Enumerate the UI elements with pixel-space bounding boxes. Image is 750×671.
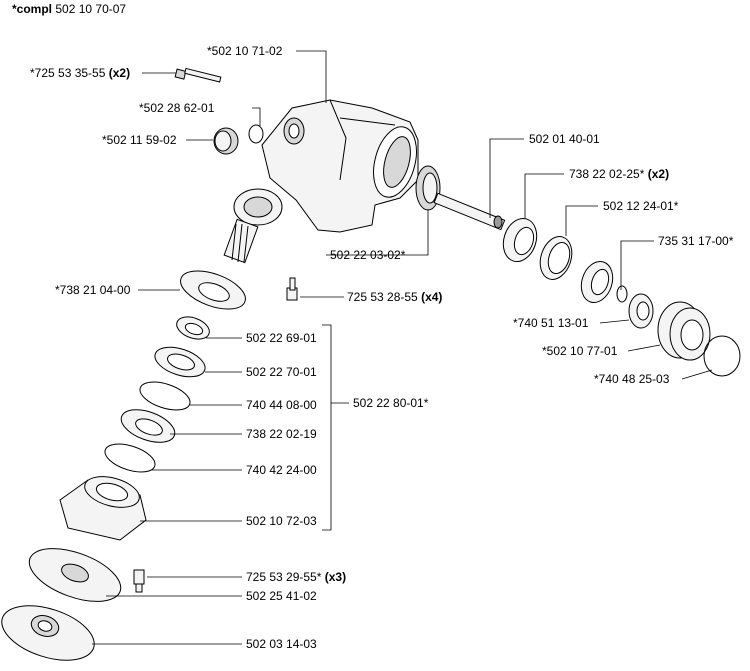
callout-c14: *740 48 25-03: [594, 372, 670, 386]
retaining-ring-drawing: [104, 443, 156, 473]
second-bearing-drawing: [580, 260, 614, 304]
callout-c9: 502 22 03-02*: [330, 248, 406, 262]
plug-drawing: [213, 127, 239, 155]
callout-c24: 502 03 14-03: [246, 637, 317, 651]
callout-c2: *725 53 35-55 (x2): [30, 66, 130, 80]
callout-c21: 502 22 80-01*: [353, 396, 429, 410]
leader-lines: [92, 50, 713, 645]
seal-drawing: [154, 346, 206, 378]
callout-c4: *502 11 59-02: [102, 133, 177, 147]
header-prefix: *compl: [12, 2, 52, 16]
callout-c16: 502 22 70-01: [246, 365, 317, 379]
flange-screw-drawing: [133, 569, 145, 593]
support-disc-drawing: [28, 548, 122, 602]
callout-c23: 502 25 41-02: [246, 589, 317, 603]
bevel-pinion-drawing: [223, 188, 283, 264]
bottom-cover-drawing: [1, 605, 95, 661]
upper-bearing-drawing: [502, 218, 538, 262]
snap-ring-drawing: [139, 381, 191, 411]
circlip-drawing: [616, 285, 628, 303]
callout-c6: 738 22 02-25* (x2): [569, 167, 669, 181]
callout-c10: 725 53 28-55 (x4): [347, 290, 442, 304]
bushing-drawing: [176, 316, 210, 340]
callout-c11: *738 21 04-00: [55, 283, 131, 297]
callout-c20: 502 10 72-03: [246, 514, 317, 528]
gear-housing-drawing: [261, 99, 419, 233]
lower-bearing-drawing: [180, 270, 246, 310]
callout-c17: 740 44 08-00: [246, 398, 317, 412]
callout-c12: *740 51 13-01: [513, 316, 589, 330]
callout-c18: 738 22 02-19: [246, 427, 317, 441]
callout-c3: *502 28 62-01: [139, 101, 215, 115]
callout-c15: 502 22 69-01: [246, 331, 317, 345]
callout-c22: 725 53 29-55* (x3): [246, 570, 346, 584]
header-number: 502 10 70-07: [55, 2, 126, 16]
callout-c13: *502 10 77-01: [542, 344, 618, 358]
callout-c7: 502 12 24-01*: [603, 199, 679, 213]
callout-c1: *502 10 71-02: [207, 44, 283, 58]
sleeve-drawing: [628, 293, 654, 329]
washer-drawing: [248, 124, 264, 144]
callout-c19: 740 42 24-00: [246, 463, 317, 477]
threaded-nut-drawing: [657, 301, 711, 361]
housing-screw-drawing: [174, 67, 222, 83]
spacer-ring-drawing: [539, 236, 573, 280]
bearing-19-drawing: [120, 409, 176, 443]
o-ring-drawing: [703, 335, 741, 377]
small-screw-drawing: [286, 277, 298, 301]
callout-c5: 502 01 40-01: [529, 132, 600, 146]
assembly-header: *compl 502 10 70-07: [12, 2, 126, 16]
support-flange-drawing: [59, 476, 147, 541]
drive-shaft-drawing: [415, 165, 506, 231]
callout-c8: 735 31 17-00*: [658, 234, 734, 248]
